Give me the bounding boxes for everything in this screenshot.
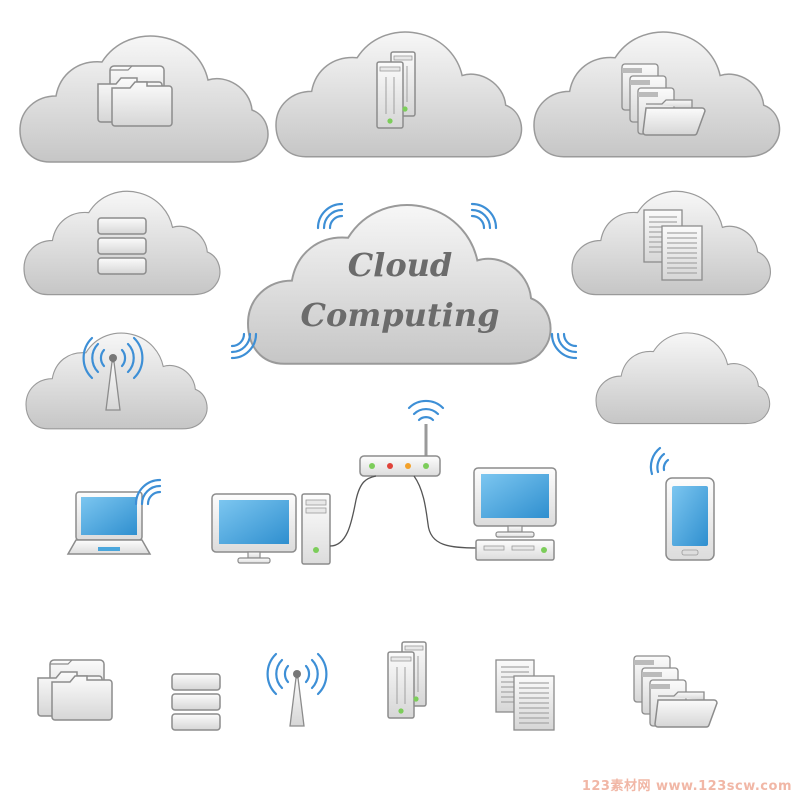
laptop-icon <box>66 478 162 555</box>
empty-cloud <box>595 332 771 425</box>
database-icon <box>97 217 147 275</box>
wifi-router-icon <box>359 399 445 477</box>
network-cables <box>329 475 479 549</box>
watermark: 123素材网 www.123scw.com <box>581 779 792 794</box>
signal-arcs-icon <box>550 332 578 360</box>
hero-title-line2: Computing <box>301 296 500 334</box>
open-folders-cloud <box>533 31 781 158</box>
phone-wifi-icon <box>649 446 670 476</box>
signal-arcs-icon <box>470 202 498 230</box>
antenna-cloud <box>25 332 208 430</box>
database-icon <box>171 673 221 731</box>
open-folders-icon <box>633 655 718 728</box>
hero-cloud: Cloud Computing <box>230 202 578 365</box>
server-cloud <box>275 31 523 158</box>
documents-icon <box>495 659 555 731</box>
folders-icon <box>37 659 113 721</box>
documents-cloud <box>571 190 772 296</box>
antenna-icon <box>266 652 328 728</box>
workstation-icon <box>473 467 557 561</box>
signal-arcs-icon <box>316 202 344 230</box>
database-cloud <box>23 190 221 296</box>
folders-cloud <box>19 35 269 163</box>
desktop-computer-icon <box>211 493 331 565</box>
server-tower-icon <box>376 51 416 129</box>
server-tower-icon <box>387 641 427 719</box>
hero-title-line1: Cloud <box>348 246 453 284</box>
smartphone-icon <box>649 446 715 561</box>
